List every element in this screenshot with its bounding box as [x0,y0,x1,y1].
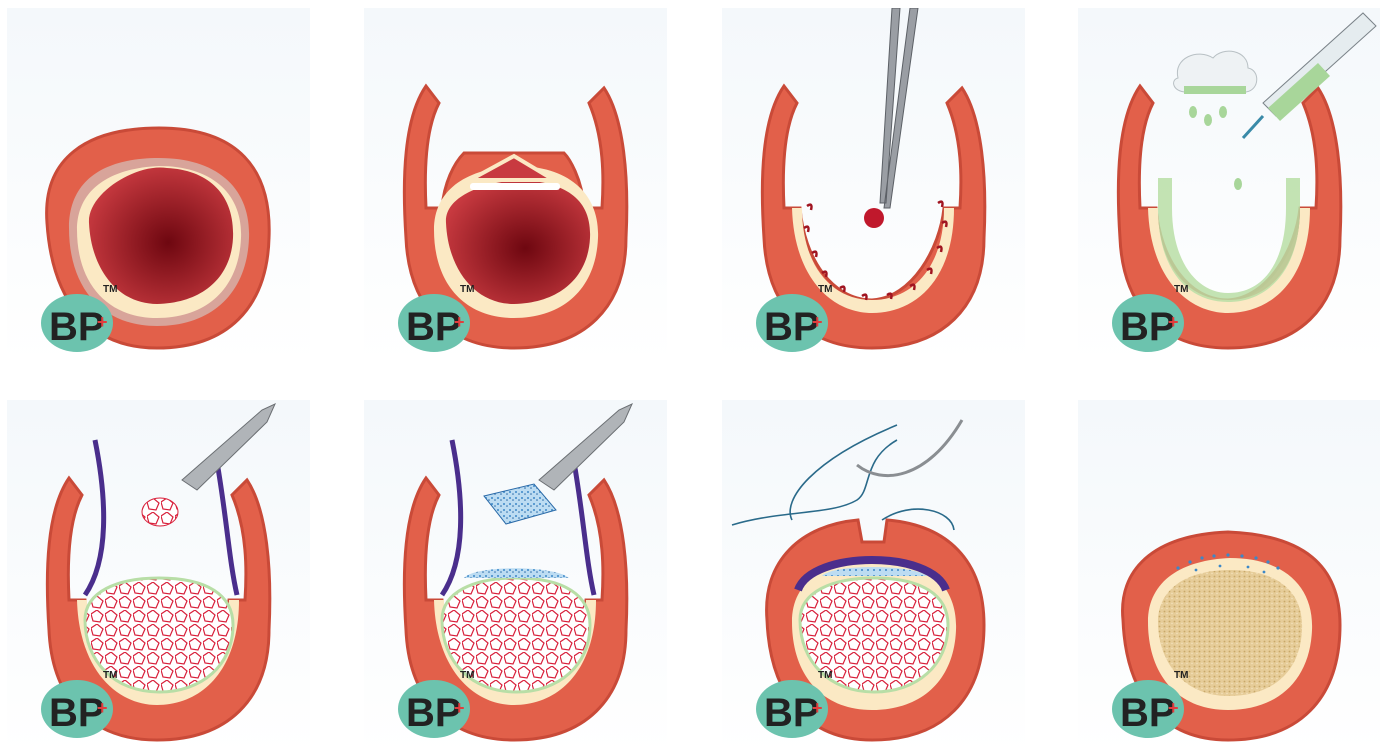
trademark-label: TM [460,670,474,681]
trademark-label: TM [460,284,474,295]
graft-carrier-icon [539,404,632,490]
forceps-icon [880,8,918,208]
droplets [1189,106,1242,190]
trademark-label: TM [818,670,832,681]
svg-text:+: + [97,312,108,332]
panel-step-1: BP+ TM [7,8,310,363]
membrane-right [574,462,594,595]
panel-step-4: BP+ TM [1078,8,1380,363]
membrane-left [85,440,104,595]
svg-text:+: + [1168,698,1179,718]
suture-thread [732,425,954,530]
collagen-layer [464,568,569,578]
panel-step-6: BP+ TM [364,400,667,755]
panel-step-7: BP+ TM [722,400,1025,755]
membrane-left [442,440,461,595]
block-graft [484,484,556,524]
panel-step-2: BP+ TM [364,8,667,363]
trademark-label: TM [1174,670,1188,681]
trademark-label: TM [1174,284,1188,295]
brand-logo: BP+ TM [756,676,832,738]
graft-carrier-icon [182,404,275,490]
panel-step-5: BP+ TM [7,400,310,755]
svg-text:+: + [97,698,108,718]
panel-step-8: BP+ TM [1078,400,1380,755]
panel-step-3: BP+ TM [722,8,1025,363]
brand-logo: BP+ TM [756,290,832,352]
trademark-label: TM [818,284,832,295]
graft-scoop [142,498,178,526]
gap-line [470,183,560,190]
brand-logo: BP+ TM [41,290,117,352]
cloud-fill [1184,86,1246,94]
brand-logo: BP+ TM [1112,676,1188,738]
svg-text:+: + [454,312,465,332]
svg-text:+: + [1168,312,1179,332]
trademark-label: TM [103,284,117,295]
svg-text:+: + [454,698,465,718]
brand-logo: BP+ TM [398,676,474,738]
tissue-sample [864,208,884,228]
trademark-label: TM [103,670,117,681]
cloud-icon [1174,51,1257,92]
brand-logo: BP+ TM [1112,290,1188,352]
brand-logo: BP+ TM [41,676,117,738]
svg-text:+: + [812,698,823,718]
brand-logo: BP+ TM [398,290,474,352]
svg-text:+: + [812,312,823,332]
membrane-right [217,462,237,595]
